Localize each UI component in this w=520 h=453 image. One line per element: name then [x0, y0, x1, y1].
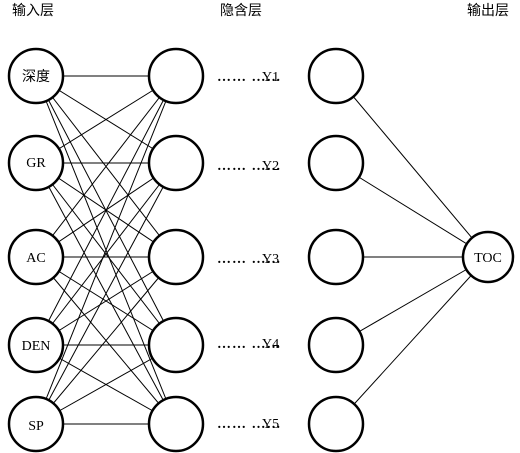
hidden-node-label: Y4	[262, 337, 279, 352]
hidden-node	[147, 316, 205, 374]
output-node-label: TOC	[474, 251, 502, 266]
input-hidden-edge	[35, 75, 177, 425]
input-hidden-edge	[35, 75, 177, 258]
hidden-dots: …… ……	[217, 70, 282, 85]
output-toc-edge	[335, 75, 489, 258]
input-node	[7, 134, 65, 192]
hidden-node	[147, 395, 205, 453]
hidden-node-label: Y2	[262, 159, 279, 174]
input-node	[7, 316, 65, 374]
hidden-node-label: Y1	[262, 70, 279, 85]
output-node	[307, 316, 365, 374]
hidden-layer-title: 隐含层	[220, 3, 262, 19]
input-node-label: AC	[26, 251, 45, 266]
output-toc-edge	[335, 256, 489, 346]
hidden-dots: …… ……	[217, 417, 282, 432]
hidden-node-label: Y3	[262, 252, 279, 267]
input-hidden-edge	[35, 256, 177, 425]
connection-edges	[35, 75, 489, 425]
input-hidden-edge	[35, 75, 177, 346]
output-toc-edge	[335, 256, 489, 425]
hidden-dots: …… ……	[217, 337, 282, 352]
input-node-label: 深度	[22, 69, 50, 85]
input-node	[7, 395, 65, 453]
output-layer-title: 输出层	[467, 3, 509, 19]
hidden-dots: …… ……	[217, 159, 282, 174]
input-node-label: SP	[28, 419, 44, 434]
hidden-dots: …… ……	[217, 252, 282, 267]
hidden-node	[147, 134, 205, 192]
network-nodes	[7, 47, 515, 453]
output-node	[307, 47, 365, 105]
hidden-node-label: Y5	[262, 417, 279, 432]
output-node	[307, 228, 365, 286]
output-toc-edge	[335, 162, 489, 258]
input-layer-title: 输入层	[12, 3, 54, 19]
input-node-label: GR	[26, 156, 46, 171]
output-node	[307, 395, 365, 453]
input-hidden-edge	[35, 162, 177, 425]
hidden-node	[147, 47, 205, 105]
input-node-label: DEN	[22, 339, 51, 354]
toc-node	[461, 230, 515, 284]
output-node	[307, 134, 365, 192]
hidden-node	[147, 228, 205, 286]
input-node	[7, 47, 65, 105]
input-hidden-edge	[35, 162, 177, 346]
input-node	[7, 228, 65, 286]
